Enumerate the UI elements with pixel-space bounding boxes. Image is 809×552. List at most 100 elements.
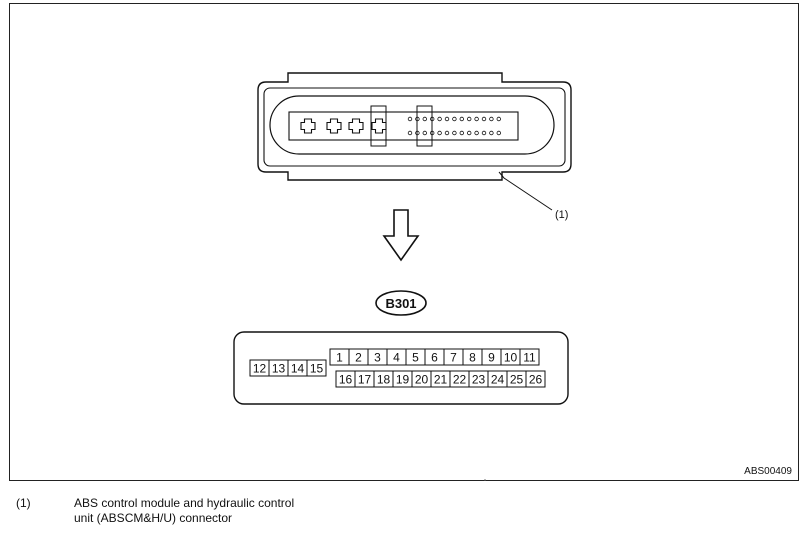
pin-hole xyxy=(415,116,420,122)
housing-inner xyxy=(263,87,566,167)
pin-hole xyxy=(474,116,479,122)
legend-item-text: ABS control module and hydraulic control… xyxy=(74,496,295,525)
pin-number: 1 xyxy=(336,351,343,365)
pin-hole xyxy=(422,130,427,136)
pin-hole xyxy=(415,130,420,136)
pin-number: 25 xyxy=(510,373,524,387)
housing-socket xyxy=(269,95,555,155)
cross-terminal xyxy=(348,118,364,134)
stray-dot xyxy=(484,479,486,481)
pin-cell: 1 xyxy=(329,348,350,366)
pin-cell: 14 xyxy=(287,359,308,377)
pin-hole xyxy=(444,130,450,136)
connector-housing xyxy=(257,72,572,181)
pin-hole xyxy=(430,130,435,136)
pin-cell: 3 xyxy=(367,348,388,366)
pin-cell: 24 xyxy=(487,370,508,388)
pin-number: 4 xyxy=(393,351,400,365)
down-arrow-icon xyxy=(382,209,420,262)
pin-hole xyxy=(489,130,494,136)
cross-terminal xyxy=(300,118,316,134)
pin-cell: 19 xyxy=(392,370,413,388)
pin-cell: 2 xyxy=(348,348,369,366)
pin-cell: 12 xyxy=(249,359,270,377)
pin-number: 8 xyxy=(469,351,476,365)
pin-number: 12 xyxy=(253,362,267,376)
pin-hole xyxy=(444,116,450,122)
pin-number: 16 xyxy=(339,373,353,387)
pin-number: 3 xyxy=(374,351,381,365)
pin-number: 24 xyxy=(491,373,505,387)
pin-number: 6 xyxy=(431,351,438,365)
pin-cell: 16 xyxy=(335,370,356,388)
pin-hole xyxy=(474,130,479,136)
pin-number: 11 xyxy=(523,351,536,365)
pin-hole xyxy=(481,130,487,136)
pin-number: 5 xyxy=(412,351,419,365)
pin-hole xyxy=(452,130,457,136)
diagram-frame xyxy=(9,3,799,481)
connector-id-oval xyxy=(375,290,427,316)
housing-outer xyxy=(257,72,572,181)
pin-cell-box xyxy=(519,348,540,366)
pin-cell: 23 xyxy=(468,370,489,388)
pin-cell: 13 xyxy=(268,359,289,377)
pin-cell-box xyxy=(306,359,327,377)
pin-number: 15 xyxy=(310,362,324,376)
pin-hole xyxy=(407,130,413,136)
pin-number: 20 xyxy=(415,373,429,387)
pin-hole xyxy=(430,116,435,122)
pin-number: 26 xyxy=(529,373,543,387)
pin-cell: 15 xyxy=(306,359,327,377)
pin-number: 13 xyxy=(272,362,286,376)
pin-cell: 6 xyxy=(424,348,445,366)
pin-cell: 10 xyxy=(500,348,521,366)
pin-cell: 26 xyxy=(525,370,546,388)
pin-hole xyxy=(407,116,413,122)
image-code: ABS00409 xyxy=(744,466,792,477)
pin-hole xyxy=(481,116,487,122)
pin-layout-outline xyxy=(233,331,569,405)
pin-hole xyxy=(459,116,464,122)
cross-terminal xyxy=(326,118,342,134)
pin-number: 10 xyxy=(504,351,518,365)
pin-number: 22 xyxy=(453,373,467,387)
pin-cell: 5 xyxy=(405,348,426,366)
small-pin-holes xyxy=(407,116,501,136)
pin-hole xyxy=(467,116,472,122)
connector-id-badge: B301 xyxy=(375,290,427,316)
callout-leader-line xyxy=(498,171,553,211)
pin-block xyxy=(288,111,519,141)
pin-hole xyxy=(437,116,442,122)
pin-number: 14 xyxy=(291,362,305,376)
pin-hole xyxy=(422,116,427,122)
pin-cell: 17 xyxy=(354,370,375,388)
pin-cell: 20 xyxy=(411,370,432,388)
pin-number: 21 xyxy=(434,373,448,387)
pin-number: 18 xyxy=(377,373,391,387)
pin-cell: 9 xyxy=(481,348,502,366)
pin-hole xyxy=(467,130,472,136)
pin-number: 17 xyxy=(358,373,372,387)
pin-cell: 4 xyxy=(386,348,407,366)
latch-tab-right xyxy=(416,105,433,147)
connector-id-label: B301 xyxy=(385,296,416,311)
pin-number: 7 xyxy=(450,351,457,365)
cross-terminal xyxy=(371,118,387,134)
pin-cell: 22 xyxy=(449,370,470,388)
pin-hole xyxy=(489,116,494,122)
pin-hole xyxy=(459,130,464,136)
legend-item-number: (1) xyxy=(16,496,31,510)
pin-hole xyxy=(496,116,501,122)
pin-hole xyxy=(452,116,457,122)
pin-cell-box xyxy=(525,370,546,388)
pin-cell: 11 xyxy=(519,348,540,366)
pin-hole xyxy=(496,130,501,136)
pin-number: 23 xyxy=(472,373,486,387)
pin-cell: 18 xyxy=(373,370,394,388)
large-terminals xyxy=(300,118,387,134)
pin-number: 2 xyxy=(355,351,362,365)
callout-label: (1) xyxy=(555,209,568,221)
